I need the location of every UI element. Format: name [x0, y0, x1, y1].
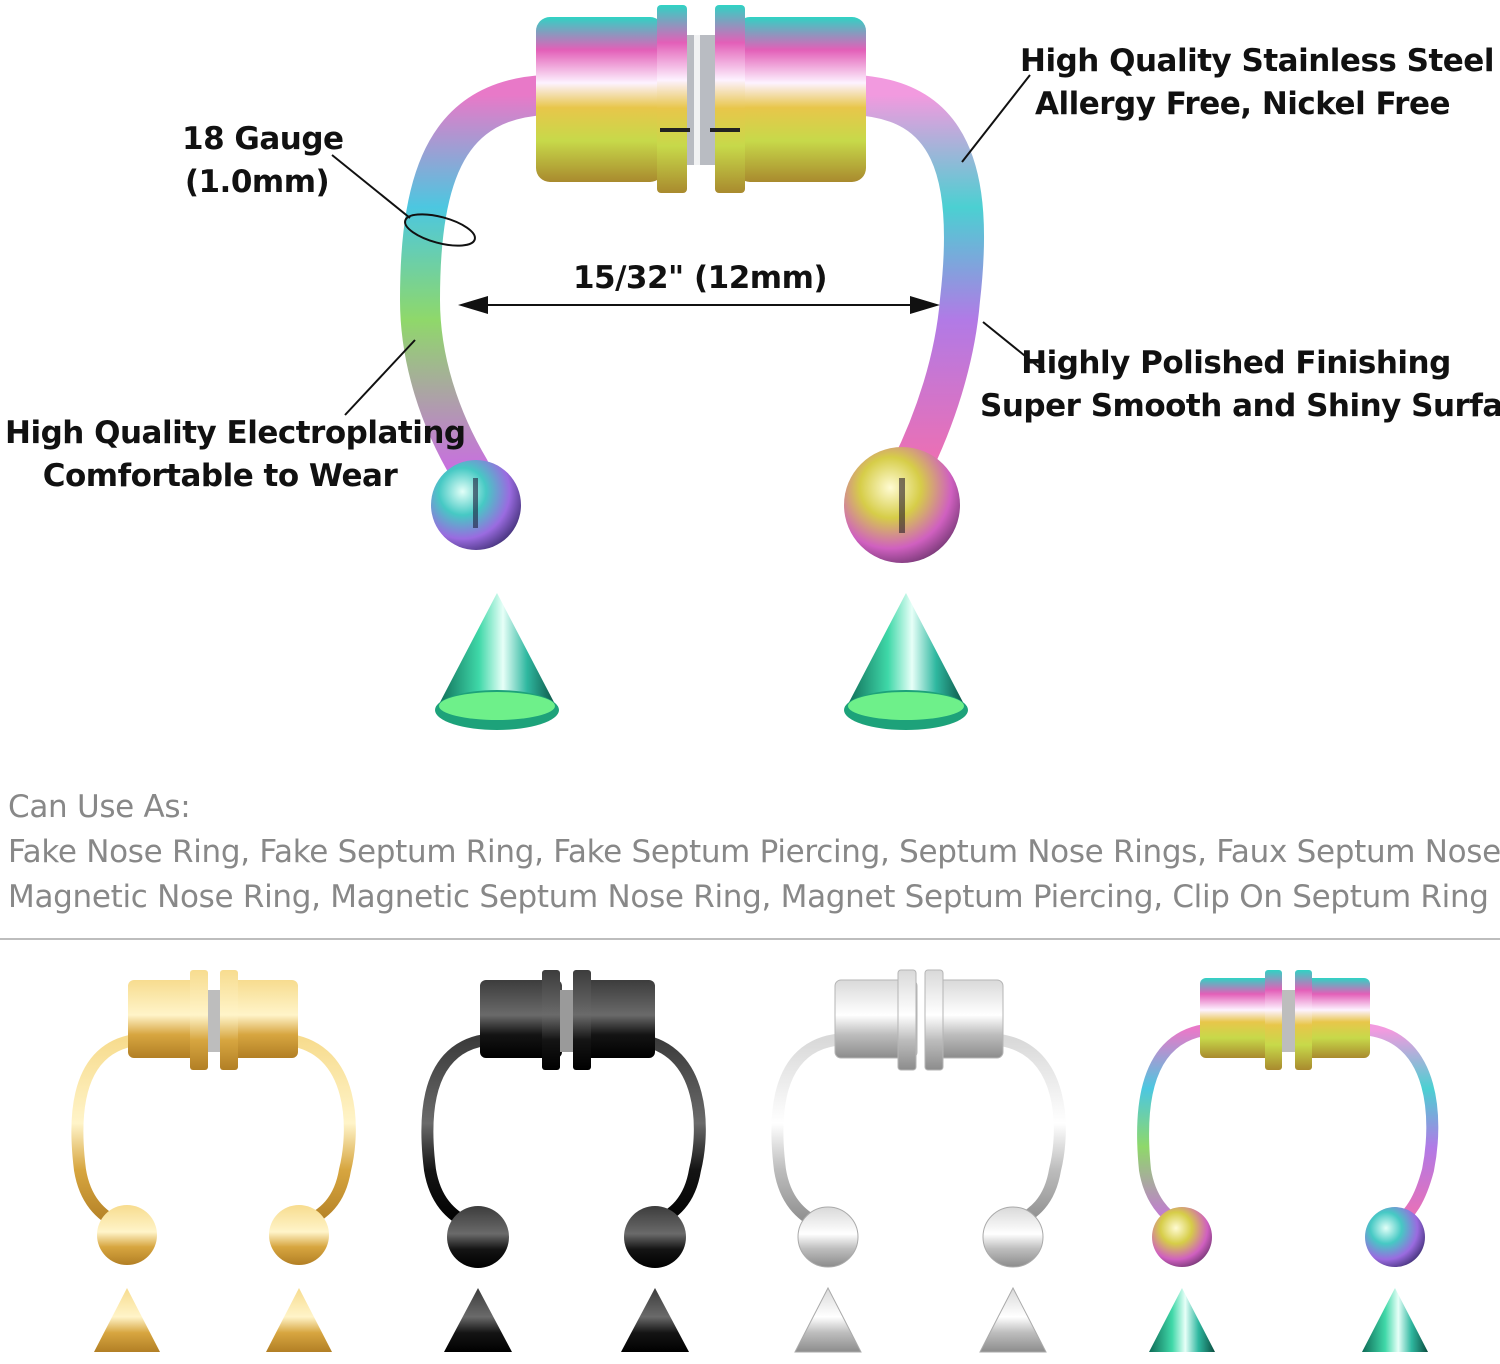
annotation-lines [331, 74, 1046, 416]
main-septum-ring [399, 5, 985, 730]
spike-right [844, 593, 968, 730]
polish-label-line1: Highly Polished Finishing [1021, 345, 1451, 381]
variant-gold [71, 970, 356, 1352]
usage-line-1: Fake Nose Ring, Fake Septum Ring, Fake S… [8, 834, 1500, 870]
section-divider [0, 938, 1500, 940]
plating-label-line2: Comfortable to Wear [42, 458, 398, 494]
magnet-barrel [536, 5, 866, 193]
ring-wire-left [399, 75, 565, 490]
usage-heading: Can Use As: [8, 789, 191, 825]
steel-label-line2: Allergy Free, Nickel Free [1034, 86, 1451, 122]
variant-rainbow [1137, 970, 1439, 1352]
gauge-label-line1: 18 Gauge [182, 121, 344, 157]
steel-label-line1: High Quality Stainless Steel [1020, 43, 1494, 79]
gauge-label: 18 Gauge (1.0mm) [182, 118, 344, 204]
variant-black [421, 970, 706, 1352]
ring-wire-right [835, 75, 985, 490]
plating-label: High Quality Electroplating Comfortable … [5, 412, 466, 498]
width-label: 15/32" (12mm) [572, 260, 828, 296]
plating-label-line1: High Quality Electroplating [5, 415, 466, 451]
steel-label: High Quality Stainless Steel Allergy Fre… [1020, 40, 1494, 126]
gauge-label-line2: (1.0mm) [184, 164, 330, 200]
usage-line-2: Magnetic Nose Ring, Magnetic Septum Nose… [8, 879, 1489, 915]
polish-label-line2: Super Smooth and Shiny Surface [980, 388, 1500, 424]
spike-left [435, 593, 559, 730]
dimension-arrows [458, 296, 940, 314]
variant-silver [771, 969, 1066, 1353]
polish-label: Highly Polished Finishing Super Smooth a… [980, 342, 1500, 428]
